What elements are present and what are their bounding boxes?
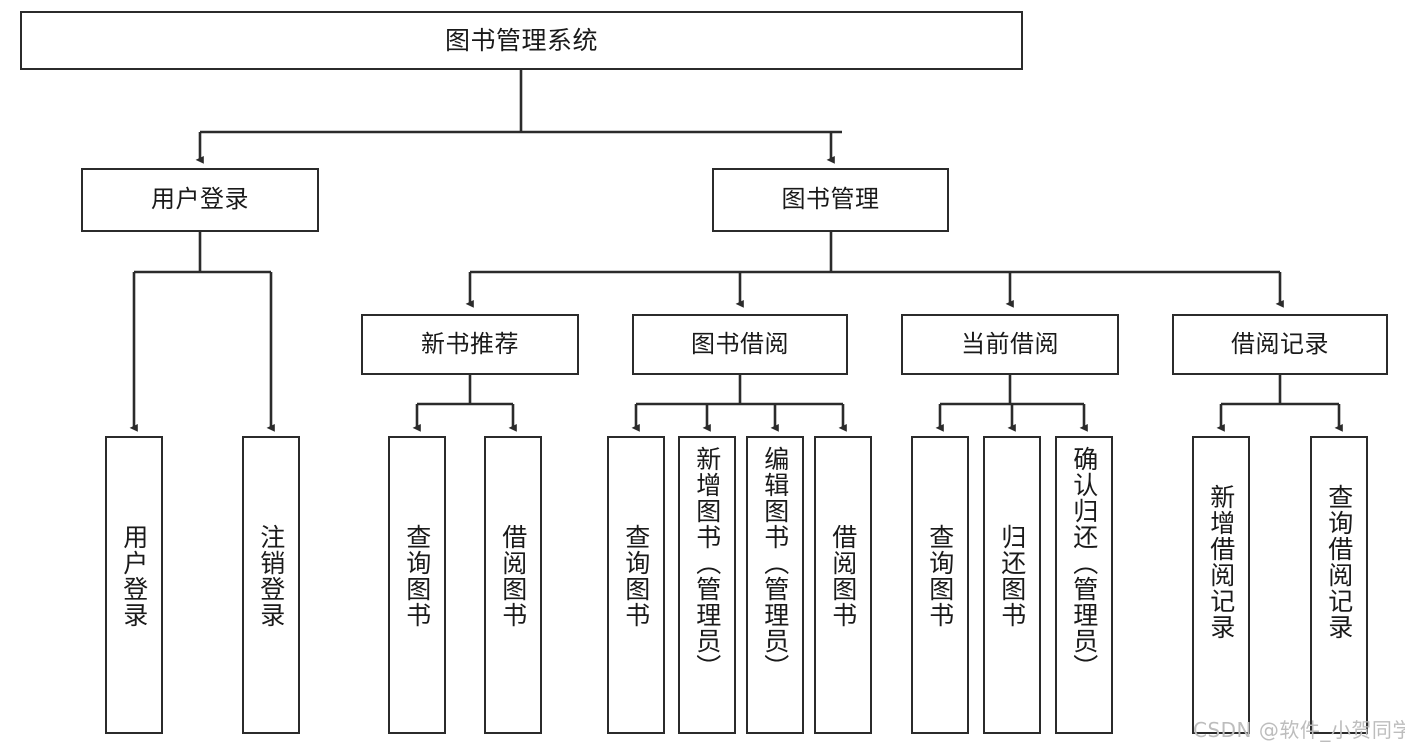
node-label: 借阅图书 — [828, 524, 858, 628]
node-user-login[interactable]: 用户登录 — [81, 168, 319, 232]
node-label: 新增图书（管理员） — [692, 446, 722, 680]
node-leaf-user-login[interactable]: 用户登录 — [105, 436, 163, 734]
node-label: 新增借阅记录 — [1206, 484, 1236, 640]
node-leaf-query-book-3[interactable]: 查询图书 — [911, 436, 969, 734]
node-leaf-confirm-return[interactable]: 确认归还（管理员） — [1055, 436, 1113, 734]
node-leaf-edit-book-admin[interactable]: 编辑图书（管理员） — [746, 436, 804, 734]
node-label: 查询图书 — [621, 524, 651, 628]
node-label: 查询借阅记录 — [1324, 484, 1354, 640]
node-label: 注销登录 — [256, 524, 286, 628]
node-leaf-logout[interactable]: 注销登录 — [242, 436, 300, 734]
node-label: 当前借阅 — [961, 329, 1059, 358]
node-label: 编辑图书（管理员） — [760, 446, 790, 680]
node-label: 确认归还（管理员） — [1069, 446, 1099, 680]
node-leaf-query-book-1[interactable]: 查询图书 — [388, 436, 446, 734]
node-leaf-query-borrow-record[interactable]: 查询借阅记录 — [1310, 436, 1368, 734]
node-new-book-recommend[interactable]: 新书推荐 — [361, 314, 579, 375]
node-leaf-query-book-2[interactable]: 查询图书 — [607, 436, 665, 734]
node-current-borrow[interactable]: 当前借阅 — [901, 314, 1119, 375]
node-leaf-return-book[interactable]: 归还图书 — [983, 436, 1041, 734]
watermark-text: CSDN @软件_小贺同学 — [1193, 718, 1405, 742]
node-label: 图书管理系统 — [444, 26, 598, 55]
node-label: 用户登录 — [119, 524, 149, 628]
node-book-management-system[interactable]: 图书管理系统 — [20, 11, 1023, 70]
node-label: 新书推荐 — [421, 329, 519, 358]
node-book-manage[interactable]: 图书管理 — [712, 168, 949, 232]
node-borrow-record[interactable]: 借阅记录 — [1172, 314, 1388, 375]
node-label: 借阅记录 — [1231, 329, 1329, 358]
node-leaf-borrow-book-1[interactable]: 借阅图书 — [484, 436, 542, 734]
node-label: 用户登录 — [151, 185, 249, 214]
node-label: 查询图书 — [402, 524, 432, 628]
node-book-borrow[interactable]: 图书借阅 — [632, 314, 848, 375]
node-label: 图书借阅 — [691, 329, 789, 358]
node-label: 归还图书 — [997, 524, 1027, 628]
node-label: 查询图书 — [925, 524, 955, 628]
node-label: 图书管理 — [781, 185, 880, 214]
node-leaf-borrow-book-2[interactable]: 借阅图书 — [814, 436, 872, 734]
node-leaf-add-borrow-record[interactable]: 新增借阅记录 — [1192, 436, 1250, 734]
node-leaf-add-book-admin[interactable]: 新增图书（管理员） — [678, 436, 736, 734]
node-label: 借阅图书 — [498, 524, 528, 628]
